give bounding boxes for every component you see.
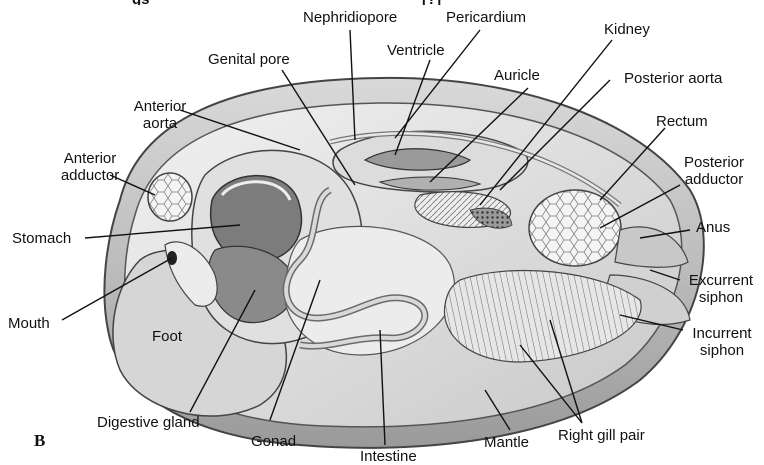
anterior-aorta-text: Anterior aorta	[134, 98, 187, 132]
label-incurrent-siphon: Incurrent siphon	[684, 325, 760, 359]
label-digestive-gland: Digestive gland	[97, 414, 200, 431]
incurrent-siphon-text: Incurrent siphon	[692, 325, 751, 359]
label-mouth: Mouth	[8, 315, 50, 332]
figure-caption-partial: gs	[132, 0, 150, 5]
anterior-adductor-shape	[148, 173, 192, 221]
panel-letter: B	[34, 431, 45, 451]
label-nephridiopore: Nephridiopore	[303, 9, 397, 26]
label-rectum: Rectum	[656, 113, 708, 130]
label-intestine: Intestine	[360, 448, 417, 465]
intestine-text: Intestine	[360, 448, 417, 465]
label-auricle: Auricle	[494, 67, 540, 84]
label-genital-pore: Genital pore	[208, 51, 290, 68]
posterior-adductor-text: Posterior adductor	[684, 154, 744, 188]
label-ventricle: Ventricle	[387, 42, 445, 59]
label-posterior-adductor: Posterior adductor	[674, 154, 754, 188]
label-pericardium: Pericardium	[446, 9, 526, 26]
caption-bracket-text: [?]	[422, 0, 441, 5]
label-anterior-adductor: Anterior adductor	[52, 150, 128, 184]
label-mantle: Mantle	[484, 434, 529, 451]
label-right-gill-pair: Right gill pair	[558, 427, 645, 444]
excurrent-siphon-text: Excurrent siphon	[689, 272, 753, 306]
label-posterior-aorta: Posterior aorta	[624, 70, 722, 87]
posterior-adductor-shape	[529, 190, 621, 266]
label-stomach: Stomach	[12, 230, 71, 247]
label-excurrent-siphon: Excurrent siphon	[682, 272, 760, 306]
caption-partial-text: gs	[132, 0, 150, 5]
figure-caption-bracket: [?]	[422, 0, 441, 5]
label-anus: Anus	[696, 219, 730, 236]
label-kidney: Kidney	[604, 21, 650, 38]
label-anterior-aorta: Anterior aorta	[128, 98, 192, 132]
label-foot: Foot	[152, 328, 182, 345]
label-gonad: Gonad	[251, 433, 296, 450]
anterior-adductor-text: Anterior adductor	[61, 150, 119, 184]
